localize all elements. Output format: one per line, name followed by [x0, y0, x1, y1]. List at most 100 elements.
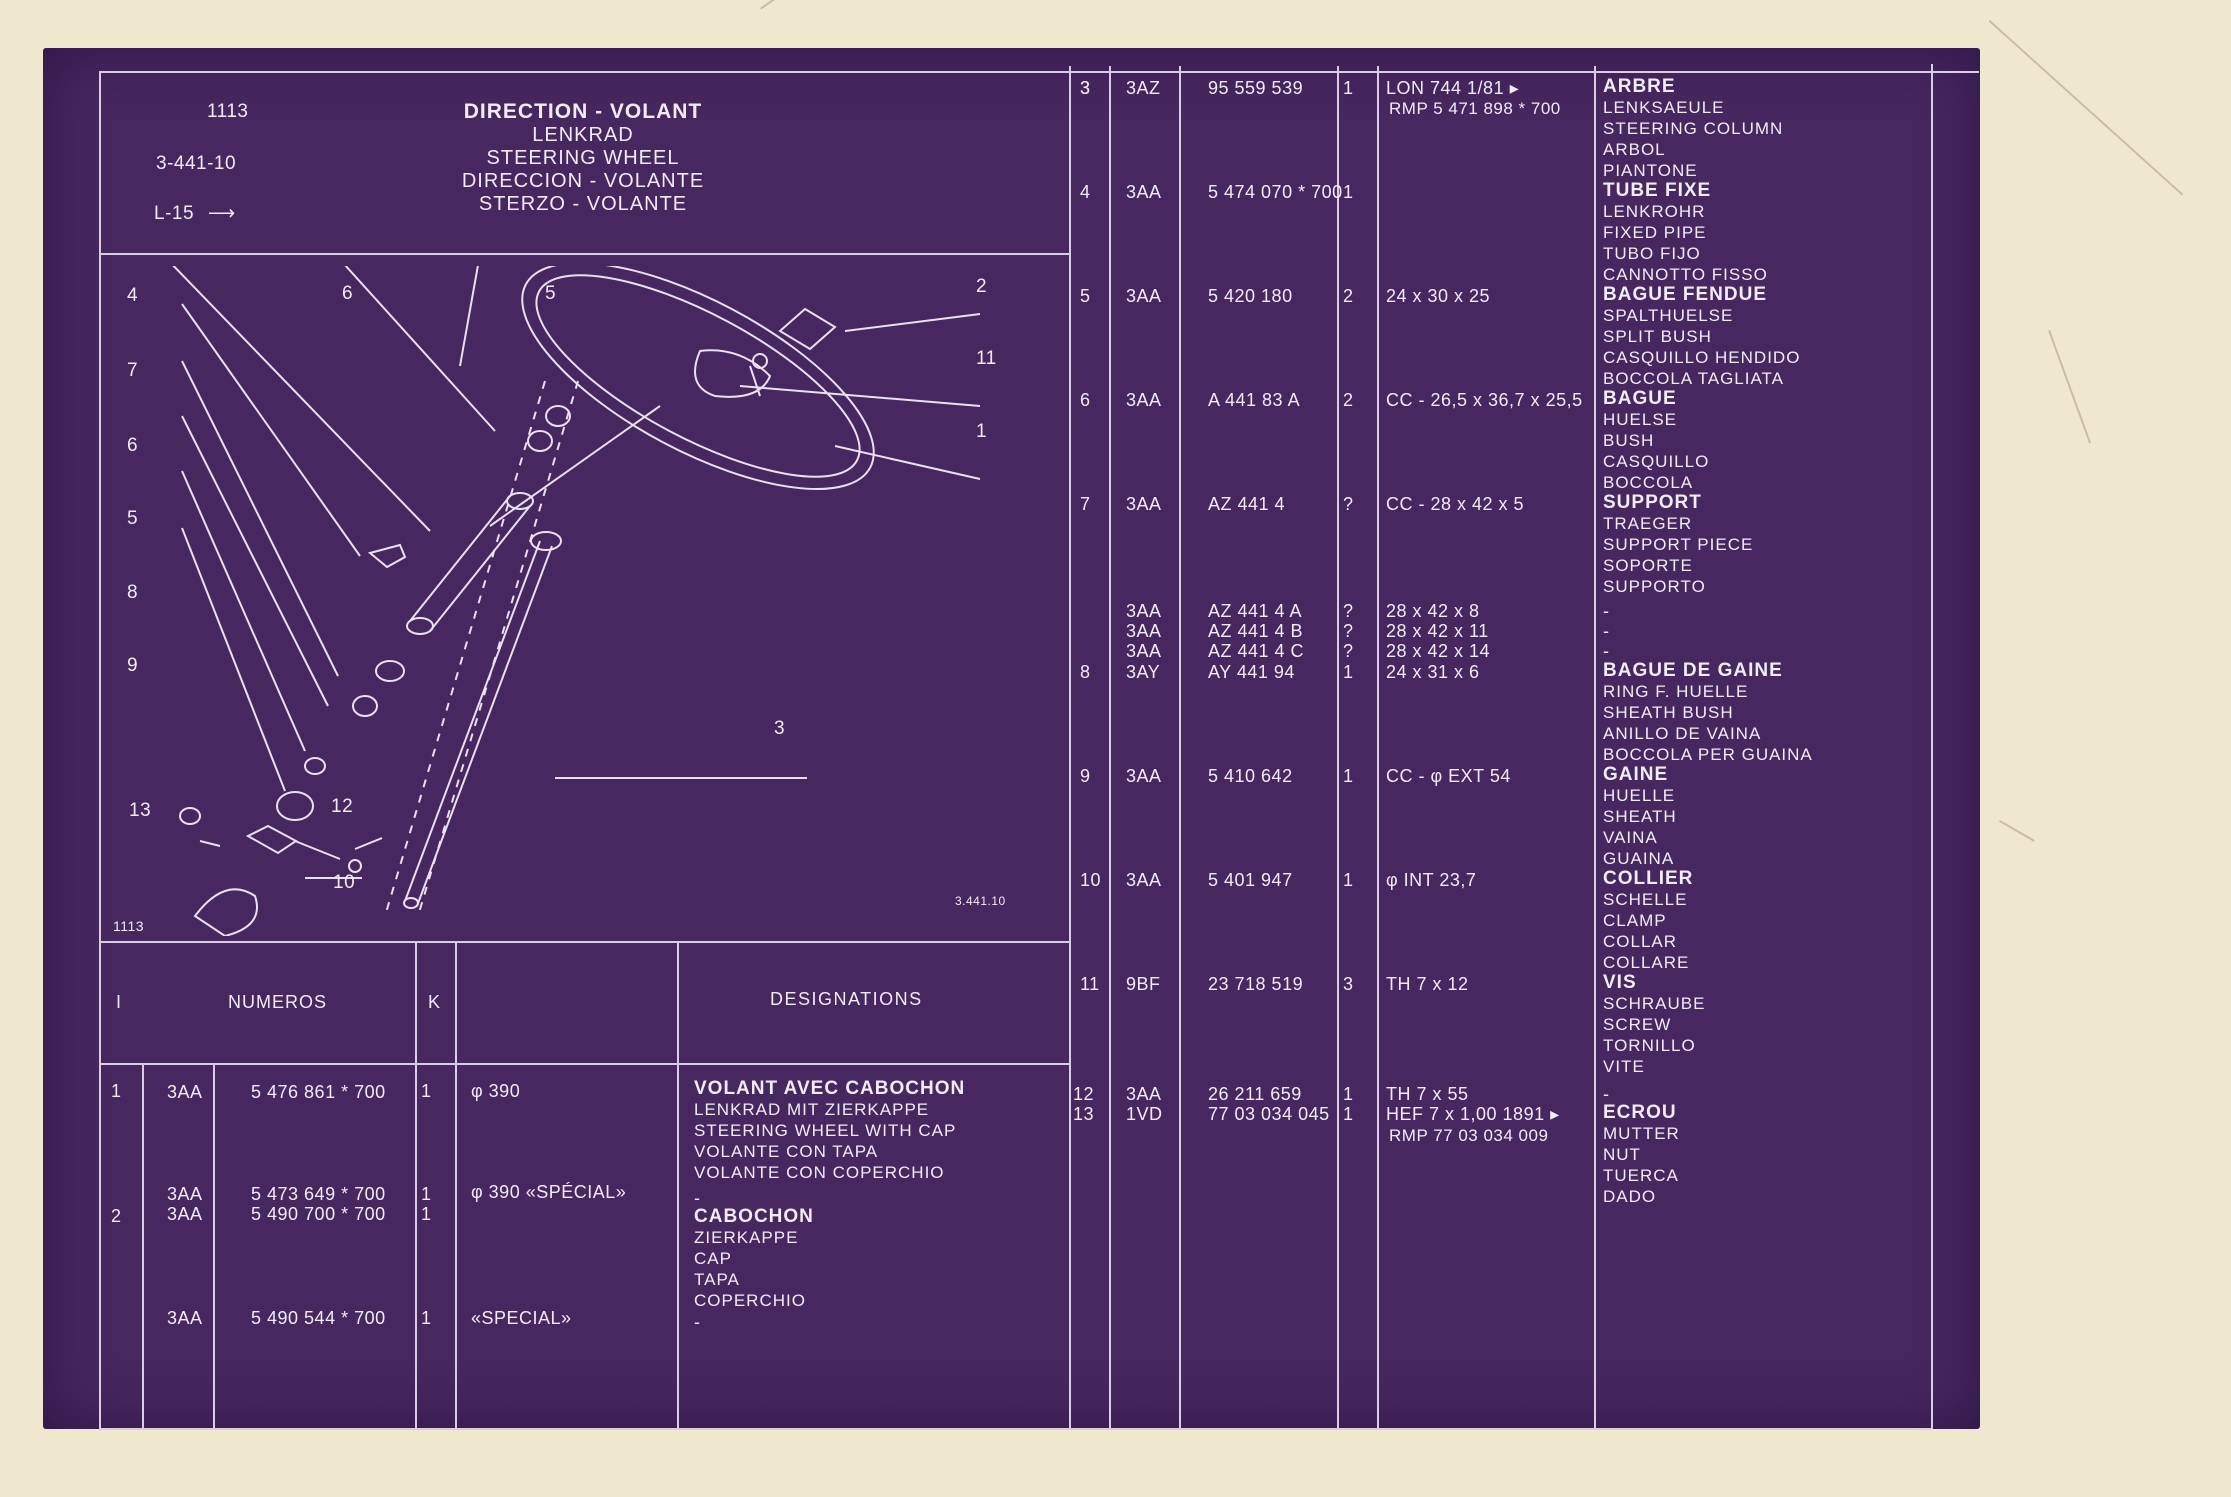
title-es: DIRECCION - VOLANTE	[461, 170, 705, 192]
row-spec: TH 7 x 12	[1386, 974, 1469, 994]
row-number: 23 718 519	[1208, 974, 1304, 994]
desc-it: BOCCOLA TAGLIATA	[1603, 369, 1785, 388]
row-prefix: 3AA	[167, 1082, 203, 1102]
row-index: 9	[1080, 766, 1091, 786]
row-index: 5	[1080, 286, 1091, 306]
row-spec: CC - 26,5 x 36,7 x 25,5	[1386, 390, 1583, 410]
row-designation: -	[1603, 641, 1610, 661]
desc-es: ARBOL	[1603, 140, 1666, 159]
col-header-designations: DESIGNATIONS	[770, 989, 923, 1009]
row-k: 1	[1343, 1084, 1354, 1104]
row-prefix: 3AA	[1126, 641, 1162, 661]
row-spec: «SPECIAL»	[471, 1308, 572, 1328]
row-prefix: 3AA	[1126, 182, 1162, 202]
page-link-label: L-15	[154, 203, 195, 224]
desc-it: BOCCOLA	[1603, 473, 1694, 492]
parts-catalog-card: 1113 3-441-10 L-15 ⟶ DIRECTION - VOLANT …	[43, 48, 1980, 1431]
row-spec: 28 x 42 x 11	[1386, 621, 1489, 641]
row-index: 12	[1073, 1084, 1095, 1104]
desc-de: SCHELLE	[1603, 890, 1688, 909]
row-k: 1	[421, 1204, 432, 1224]
desc-fr: SUPPORT	[1603, 492, 1702, 513]
desc-es: TUBO FIJO	[1603, 244, 1701, 263]
desc-it: COPERCHIO	[694, 1291, 806, 1310]
callout-5-top: 5	[545, 283, 557, 304]
desc-es: CASQUILLO	[1603, 452, 1710, 471]
row-number: 5 401 947	[1208, 870, 1293, 890]
desc-en: SUPPORT PIECE	[1603, 535, 1754, 554]
row-prefix: 3AA	[1126, 601, 1162, 621]
desc-de: MUTTER	[1603, 1124, 1680, 1143]
callout-9: 9	[127, 655, 139, 676]
desc-it: VITE	[1603, 1057, 1645, 1076]
page-link[interactable]: L-15 ⟶	[154, 202, 236, 225]
figure-ref: 3.441.10	[955, 894, 1006, 908]
row-designation: -	[1603, 621, 1610, 641]
catalog-code: 1113	[207, 101, 249, 122]
desc-es: TORNILLO	[1603, 1036, 1696, 1055]
row-spec: HEF 7 x 1,00 1891 ▸	[1386, 1104, 1560, 1124]
callout-11: 11	[976, 348, 997, 369]
callout-4: 4	[127, 285, 139, 306]
row-k: 1	[1343, 662, 1354, 682]
row-number: AZ 441 4 A	[1208, 601, 1303, 621]
desc-it: SUPPORTO	[1603, 577, 1706, 596]
row-spec: TH 7 x 55	[1386, 1084, 1469, 1104]
desc-fr: COLLIER	[1603, 868, 1694, 889]
callout-13: 13	[129, 800, 152, 821]
callout-6: 6	[127, 435, 139, 456]
desc-fr: VIS	[1603, 972, 1637, 993]
row-prefix: 3AA	[1126, 621, 1162, 641]
row-k: 1	[1343, 182, 1354, 202]
row-index: 1	[111, 1081, 122, 1101]
row-number: 77 03 034 045	[1208, 1104, 1330, 1124]
desc-fr: ECROU	[1603, 1102, 1677, 1123]
callout-1: 1	[976, 421, 988, 442]
row-prefix: 3AA	[167, 1308, 203, 1328]
row-spec: φ 390 «SPÉCIAL»	[471, 1182, 627, 1202]
desc-en: CLAMP	[1603, 911, 1667, 930]
desc-es: CASQUILLO HENDIDO	[1603, 348, 1801, 367]
row-prefix: 3AA	[1126, 286, 1162, 306]
desc-fr: BAGUE DE GAINE	[1603, 660, 1783, 681]
desc-de: SPALTHUELSE	[1603, 306, 1734, 325]
callout-3: 3	[774, 718, 786, 739]
desc-es: TUERCA	[1603, 1166, 1679, 1185]
desc-it: VOLANTE CON COPERCHIO	[694, 1163, 945, 1182]
row-designation: -	[1603, 601, 1610, 621]
desc-en: STEERING COLUMN	[1603, 119, 1784, 138]
row-number: 95 559 539	[1208, 78, 1304, 98]
row-designation: -	[694, 1188, 701, 1208]
desc-es: ANILLO DE VAINA	[1603, 724, 1762, 743]
desc-de: TRAEGER	[1603, 514, 1693, 533]
row-k: 2	[1343, 286, 1354, 306]
desc-en: FIXED PIPE	[1603, 223, 1707, 242]
row-prefix: 3AA	[1126, 766, 1162, 786]
desc-en: SHEATH BUSH	[1603, 703, 1734, 722]
desc-en: SCREW	[1603, 1015, 1672, 1034]
row-k: 1	[1343, 1104, 1354, 1124]
row-index: 3	[1080, 78, 1091, 98]
desc-en: SPLIT BUSH	[1603, 327, 1712, 346]
row-spec: LON 744 1/81 ▸	[1386, 78, 1520, 98]
title-de: LENKRAD	[532, 124, 634, 146]
row-prefix: 9BF	[1126, 974, 1161, 994]
row-k: ?	[1343, 621, 1354, 641]
row-number: 5 490 544 * 700	[251, 1308, 386, 1328]
row-prefix: 3AA	[1126, 494, 1162, 514]
desc-de: HUELSE	[1603, 410, 1678, 429]
callout-5: 5	[127, 508, 139, 529]
col-header-index: I	[116, 992, 122, 1012]
row-spec: 24 x 31 x 6	[1386, 662, 1480, 682]
callout-6-top: 6	[342, 283, 354, 304]
row-spec-replacement: RMP 5 471 898 * 700	[1389, 99, 1561, 118]
desc-es: COLLAR	[1603, 932, 1678, 951]
callout-2: 2	[976, 276, 988, 297]
callout-10: 10	[333, 872, 356, 893]
page-title: DIRECTION - VOLANT LENKRAD STEERING WHEE…	[403, 100, 763, 216]
desc-fr: CABOCHON	[694, 1206, 814, 1227]
row-index: 7	[1080, 494, 1091, 514]
